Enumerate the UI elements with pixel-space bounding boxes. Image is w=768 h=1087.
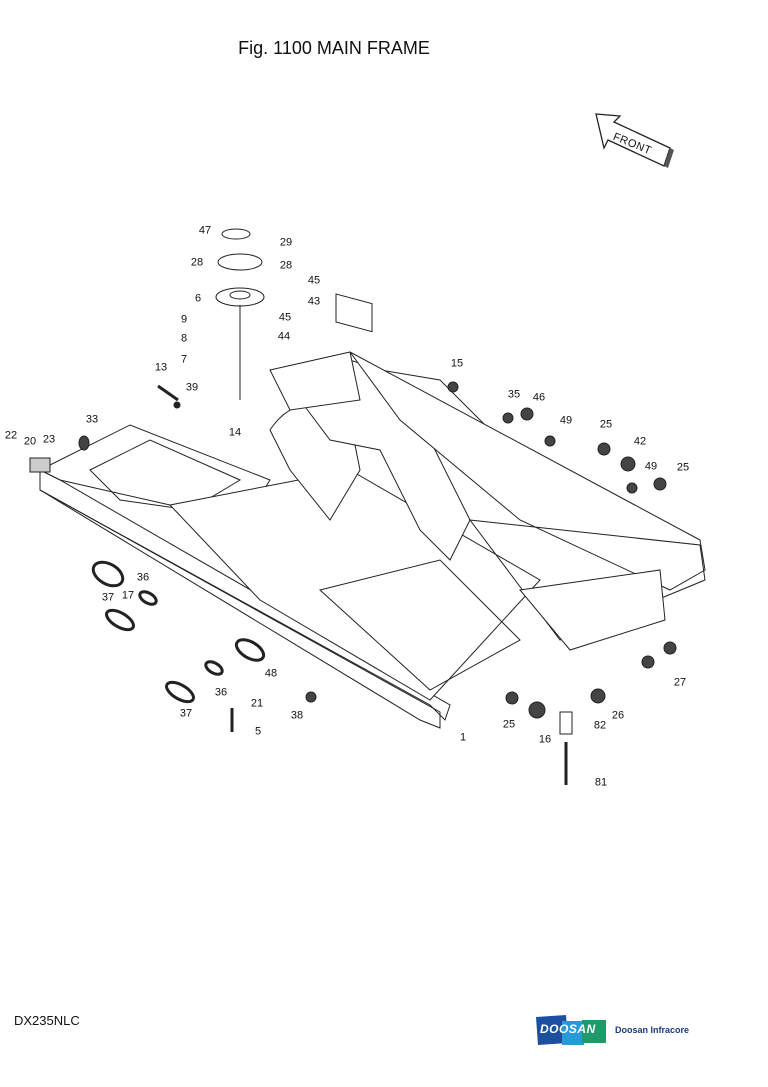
callout-label: 33: [85, 413, 99, 426]
callout-label: 26: [611, 709, 625, 722]
callout-label: 82: [593, 719, 607, 732]
callout-label: 45: [278, 311, 292, 324]
front-arrow-icon: [595, 113, 674, 168]
callout-label: 49: [644, 460, 658, 473]
callout-label: 49: [559, 414, 573, 427]
callout-label: 39: [185, 381, 199, 394]
callout-label: 27: [673, 676, 687, 689]
doosan-logo: [536, 1015, 606, 1045]
callout-label: 29: [279, 236, 293, 249]
callout-label: 17: [121, 589, 135, 602]
callout-label: 21: [250, 697, 264, 710]
callout-label: 45: [307, 274, 321, 287]
callout-label: 43: [307, 295, 321, 308]
callout-label: 36: [136, 571, 150, 584]
callout-label: 16: [538, 733, 552, 746]
figure-title: Fig. 1100 MAIN FRAME: [0, 38, 768, 59]
callout-label: 5: [254, 725, 262, 738]
callout-label: 25: [676, 461, 690, 474]
callout-label: 9: [180, 313, 188, 326]
callout-label: 20: [23, 435, 37, 448]
callout-label: 25: [599, 418, 613, 431]
callout-label: 42: [633, 435, 647, 448]
callout-label: 8: [180, 332, 188, 345]
callout-label: 14: [228, 426, 242, 439]
callout-label: 7: [180, 353, 188, 366]
callout-label: 28: [279, 259, 293, 272]
callout-label: 37: [179, 707, 193, 720]
callout-label: 22: [4, 429, 18, 442]
callout-label: 1: [459, 731, 467, 744]
callout-label: 47: [198, 224, 212, 237]
callout-label: 25: [502, 718, 516, 731]
logo-wordmark: DOOSAN: [540, 1022, 596, 1036]
callout-label: 37: [101, 591, 115, 604]
callout-label: 38: [290, 709, 304, 722]
callout-label: 81: [594, 776, 608, 789]
company-name: Doosan Infracore: [615, 1025, 690, 1035]
callout-label: 23: [42, 433, 56, 446]
callout-label: 36: [214, 686, 228, 699]
figure-title-text: Fig. 1100 MAIN FRAME: [238, 38, 430, 58]
callout-label: 35: [507, 388, 521, 401]
callout-label: 13: [154, 361, 168, 374]
callout-label: 15: [450, 357, 464, 370]
callout-label: 48: [264, 667, 278, 680]
callout-label: 28: [190, 256, 204, 269]
model-number: DX235NLC: [14, 1013, 80, 1028]
callout-label: 46: [532, 391, 546, 404]
callout-label: 6: [194, 292, 202, 305]
callout-label: 44: [277, 330, 291, 343]
